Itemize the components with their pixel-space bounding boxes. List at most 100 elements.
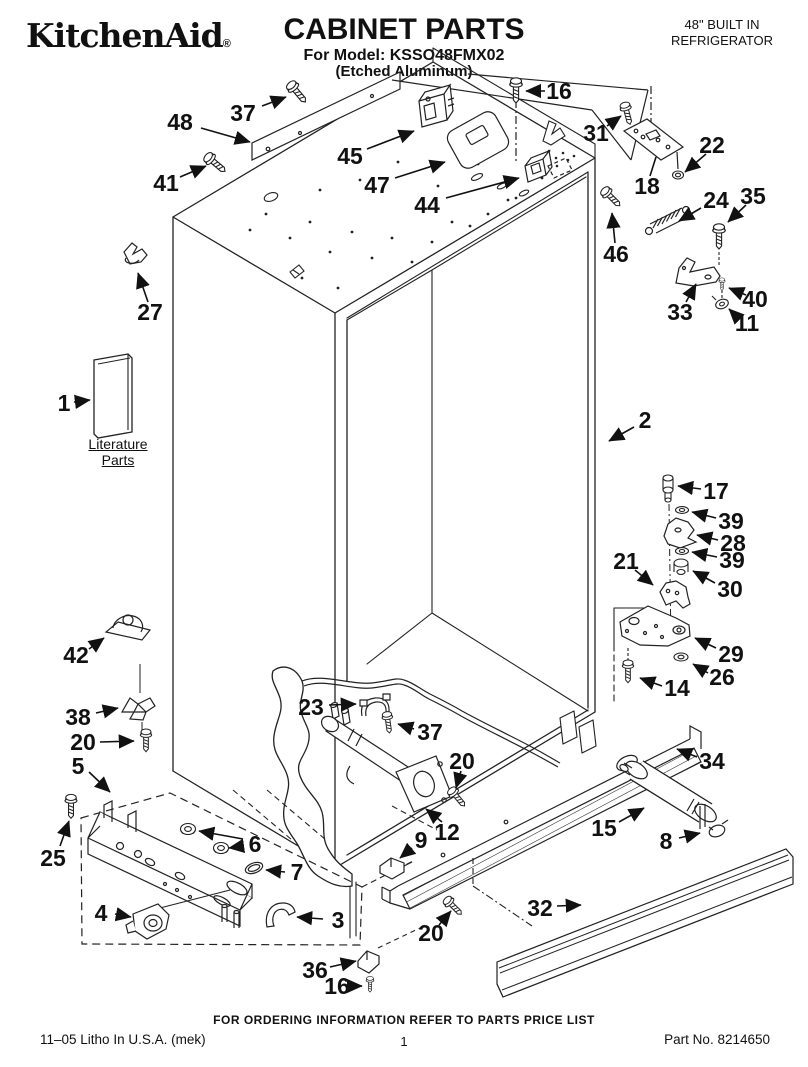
callout-label-46-12: 46 [603,241,629,267]
grommet-22 [671,170,685,180]
callout-leader-12-37 [425,808,443,825]
registered-mark: ® [222,38,231,50]
callout-leader-17-19 [677,480,702,496]
callout-leader-21-24 [634,569,654,586]
callout-label-31-7: 31 [583,120,609,146]
spring-24 [644,205,691,236]
callout-leader-45-3 [366,129,415,150]
callout-label-3-41: 3 [332,907,345,933]
callout-label-40-14: 40 [742,286,768,312]
callout-leader-37-34 [397,721,415,736]
page-title: CABINET PARTS [283,13,525,46]
callout-leader-39-22 [691,547,718,563]
clip-9 [379,857,413,880]
callout-leader-44-5 [445,175,520,199]
callout-label-45-3: 45 [337,143,363,169]
screw-14-icon [621,659,635,684]
hinge-plate-29 [619,605,691,647]
screw-16b-icon [365,976,375,993]
callout-label-8-46: 8 [660,828,673,854]
callout-leader-8-46 [678,829,701,844]
callout-label-7-39: 7 [291,859,304,885]
detail-boundary-5 [80,792,363,946]
callout-label-47-4: 47 [364,172,390,198]
litho-line: 11–05 Litho In U.S.A. (mek) [40,1032,206,1047]
screw-40-icon [718,277,726,291]
callout-label-39-22: 39 [719,547,745,573]
nut-26 [627,648,689,662]
callout-leader-1-17 [73,394,91,410]
callout-leader-6-38 [228,838,246,853]
callout-label-36-42: 36 [302,957,328,983]
bottom-rail-assembly [87,800,253,928]
cam-21 [659,580,691,609]
callout-label-5-31: 5 [72,753,85,779]
callout-leader-22-9 [684,153,707,173]
assembly-fold-lines [232,789,533,949]
callout-label-4-40: 4 [95,900,108,926]
callout-label-37-1: 37 [230,100,256,126]
callout-leader-24-10 [678,207,702,222]
grommet-6a [179,822,197,836]
callout-label-32-47: 32 [527,895,553,921]
block-44 [524,149,573,183]
callout-leader-36-42 [329,957,357,972]
screw-37b-icon [380,710,396,735]
callout-leader-34-44 [676,747,698,762]
callout-leader-14-27 [639,676,663,690]
air-grille-34 [381,724,702,910]
callout-label-15-45: 15 [591,815,617,841]
callout-leader-28-21 [696,531,719,546]
finish-line: (Etched Aluminum) [335,63,473,81]
callout-leader-7-39 [265,864,286,879]
callout-leader-29-25 [694,637,717,652]
wire-harness [301,677,561,768]
top-face-holes [248,149,576,290]
screw-25-icon [64,793,78,819]
callout-leader-6-38 [198,826,244,841]
washer-39b [674,547,690,555]
callout-label-44-5: 44 [414,192,440,218]
hinge-pin-17 [662,474,674,503]
product-type: 48" BUILT IN REFRIGERATOR [652,17,792,50]
callout-leader-18-8 [649,156,657,177]
part-number: Part No. 8214650 [664,1032,770,1047]
fill-tube-assembly [320,701,453,813]
callout-leader-33-13 [682,283,697,303]
callout-label-12-37: 12 [434,819,460,845]
relay-box-45 [418,83,455,128]
callout-label-39-20: 39 [718,508,744,534]
callout-label-48-0: 48 [167,109,193,135]
callout-leader-37-1 [261,95,287,110]
callout-leader-39-20 [691,508,717,523]
callout-leader-9-36 [399,842,417,859]
brand-logo: KitchenAid® [26,16,231,55]
callout-leader-27-16 [136,272,150,303]
callout-label-25-32: 25 [40,845,66,871]
callout-label-23-33: 23 [298,694,324,720]
oval-gasket-7 [244,861,264,875]
callout-leader-2-18 [608,426,635,442]
callout-leader-20-35 [453,770,468,789]
product-type-line2: REFRIGERATOR [670,33,774,49]
callout-label-2-18: 2 [639,407,652,433]
callout-label-29-25: 29 [718,641,744,667]
screw-35-icon [712,223,726,250]
literature-parts-label: Literature Parts [88,436,148,468]
roller-4 [125,903,170,940]
callout-leader-42-28 [87,637,105,653]
plate-18 [622,118,685,170]
callout-label-34-44: 34 [699,748,725,774]
callout-label-42-28: 42 [63,642,89,668]
screw-31-icon [618,100,637,127]
screw-37a-icon [283,78,311,107]
hinge-axis-line [668,503,672,646]
model-line: For Model: KSSO48FMX02 [303,46,505,64]
screw-46-icon [598,184,625,211]
callout-label-24-10: 24 [703,187,729,213]
callout-label-6-38: 6 [249,831,262,857]
callout-label-20-30: 20 [70,729,96,755]
